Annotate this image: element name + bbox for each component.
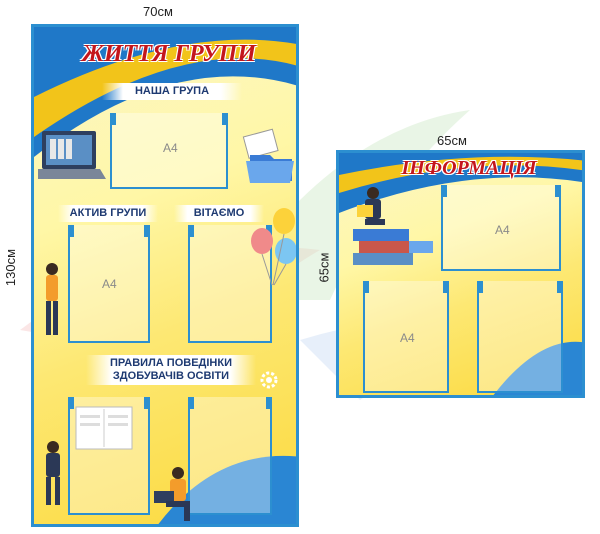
label-rules-line1: ПРАВИЛА ПОВЕДІНКИ xyxy=(110,357,232,369)
gear-icon xyxy=(260,371,278,389)
pocket-active-group: A4 xyxy=(68,225,150,343)
pocket-info-bottom-left: A4 xyxy=(363,281,449,393)
folder-icon xyxy=(242,128,294,183)
label-active-group: АКТИВ ГРУПИ xyxy=(58,205,158,222)
left-width-label: 70см xyxy=(143,4,173,19)
person-reading-icon xyxy=(46,441,60,505)
left-board-title: ЖИТТЯ ГРУПИ xyxy=(81,41,257,67)
right-board-title: ІНФОРМАЦІЯ xyxy=(401,157,537,179)
board-swoosh xyxy=(339,153,582,395)
pocket-info-bottom-right xyxy=(477,281,563,393)
books-icon xyxy=(353,187,433,265)
left-board: ЖИТТЯ ГРУПИ НАША ГРУПА A4 АКТИВ ГРУПИ ВІ… xyxy=(31,24,299,527)
label-rules-line2: ЗДОБУВАЧІВ ОСВІТИ xyxy=(112,370,230,382)
pocket-a4-label: A4 xyxy=(495,223,510,237)
right-height-label: 65см xyxy=(316,252,332,283)
laptop-icon xyxy=(38,131,106,179)
pocket-info-top: A4 xyxy=(441,185,561,271)
label-our-group: НАША ГРУПА xyxy=(102,83,242,100)
pocket-rules-right xyxy=(188,397,272,515)
left-height-label: 130см xyxy=(3,248,19,287)
board-swoosh xyxy=(34,27,296,524)
right-board: ІНФОРМАЦІЯ A4 A4 xyxy=(336,150,585,398)
pocket-our-group: A4 xyxy=(110,113,228,189)
balloons-icon xyxy=(251,208,296,286)
person-laptop-icon xyxy=(154,467,190,521)
label-congrats: ВІТАЄМО xyxy=(174,205,264,222)
person-icon xyxy=(46,263,58,335)
pocket-a4-label: A4 xyxy=(400,331,415,345)
right-width-label: 65см xyxy=(437,133,467,148)
pocket-a4-label: A4 xyxy=(102,277,117,291)
pocket-a4-label: A4 xyxy=(163,141,178,155)
document-icon xyxy=(75,406,133,450)
label-rules: ПРАВИЛА ПОВЕДІНКИ ЗДОБУВАЧІВ ОСВІТИ xyxy=(86,355,256,385)
